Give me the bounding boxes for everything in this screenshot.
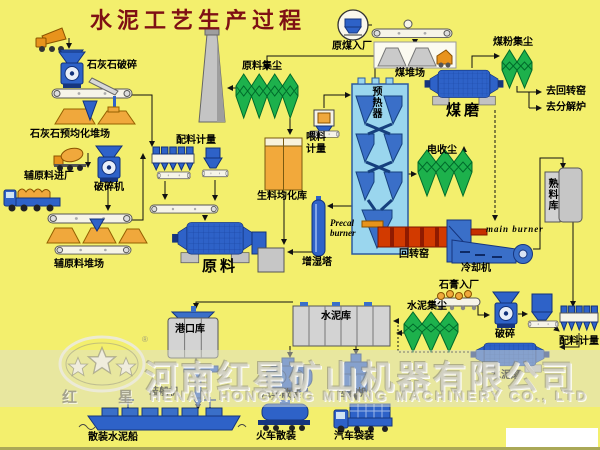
- limestone-preblending-piles: [54, 96, 136, 125]
- coal-belt-pulley: [403, 19, 413, 29]
- limestone-crusher: [58, 51, 86, 89]
- mini-belt-2: [201, 169, 229, 178]
- mini-belt-1: [156, 171, 191, 180]
- label-train-bulk-loading: 火车散装: [256, 431, 296, 442]
- label-clinker-silo: 熟料库: [548, 179, 559, 212]
- coal-mill-machine: [424, 69, 504, 106]
- label-preheater: 预热器: [372, 87, 383, 120]
- port-silo-machine: [167, 306, 219, 359]
- aux-crusher: [95, 145, 123, 183]
- coal-dust-collector: [501, 49, 533, 90]
- label-crushing: 破碎: [495, 329, 515, 340]
- label-rotary-kiln: 回转窑: [399, 249, 429, 260]
- label-raw-mill: 原料: [202, 258, 239, 275]
- label-coal-yard: 煤堆场: [395, 68, 425, 79]
- raw-meal-silo: [264, 137, 303, 191]
- bottom-edge: [0, 447, 600, 450]
- clinker-silo-machine: [544, 167, 583, 223]
- bulk-cement-ship-machine: [78, 397, 247, 431]
- label-batching-metering-left: 配料计量: [176, 135, 216, 146]
- coal-yard-machine: [373, 41, 457, 69]
- cement-dust-collector: [403, 311, 459, 354]
- label-main-burner: main burner: [486, 224, 544, 234]
- label-batching-metering-right: 配料计量: [559, 336, 599, 347]
- gypsum-conveyor: [433, 290, 481, 311]
- label-ship-loader: 装船机: [149, 387, 179, 398]
- main-burner-bar: [470, 228, 488, 236]
- separator-box: [257, 247, 285, 273]
- label-cement-mill: 水泥磨: [491, 370, 521, 381]
- label-raw-coal-entry: 原煤入厂: [332, 41, 372, 52]
- label-raw-meal-silo: 生料均化库: [257, 191, 307, 202]
- train-bulk-machine: [258, 400, 310, 431]
- label-feed-metering: 喂料计量: [306, 132, 326, 155]
- label-cement-silo: 水泥库: [321, 311, 351, 322]
- label-limestone-preblending-yard: 石灰石预均化堆场: [30, 129, 110, 140]
- coal-conveyor: [371, 28, 453, 39]
- batching-hoppers-left: [151, 146, 223, 172]
- feed-metering-machine: [313, 109, 335, 133]
- gypsum-hopper: [531, 293, 553, 321]
- label-cement-dust: 水泥集尘: [407, 301, 447, 312]
- stacker-boom: [88, 77, 119, 96]
- proportioning-conveyor: [149, 204, 219, 214]
- label-raw-material-dust: 原料集尘: [242, 61, 282, 72]
- page-title: 水泥工艺生产过程: [90, 8, 307, 33]
- aux-material-piles: [46, 218, 148, 244]
- label-port-silo: 港口库: [175, 324, 205, 335]
- label-bulk-cement-ship: 散装水泥船: [88, 432, 138, 443]
- label-packing-machine: 包装机: [337, 388, 367, 399]
- mixer-truck: [53, 147, 86, 171]
- cement-mill-machine: [470, 342, 550, 373]
- label-aux-material-yard: 辅原料堆场: [54, 259, 104, 270]
- aux-conveyor-2: [54, 245, 132, 255]
- label-precal-burner: Precal burner: [330, 218, 356, 238]
- electrostatic-precipitator: [417, 149, 473, 198]
- label-aux-material-entry: 辅原料进厂: [24, 171, 74, 182]
- label-to-rotary-kiln: 去回转窑: [546, 86, 586, 97]
- humidifying-tower-machine: [311, 196, 326, 257]
- label-to-calciner: 去分解炉: [546, 102, 586, 113]
- label-truck-bulk-loading: 汽车散装: [261, 389, 301, 400]
- chimney: [198, 28, 226, 123]
- precal-burner-bar: [361, 220, 384, 228]
- gypsum-belt: [527, 320, 559, 328]
- label-humidifying-tower: 增湿塔: [302, 257, 332, 268]
- raw-coal-entry-machine: [337, 9, 369, 41]
- label-electrostatic-precipitator: 电收尘: [427, 145, 457, 156]
- label-cooler: 冷却机: [461, 263, 491, 274]
- raw-material-dust-collector: [235, 73, 299, 120]
- label-truck-bag-loading: 汽车袋装: [334, 431, 374, 442]
- label-coal-dust: 煤粉集尘: [493, 37, 533, 48]
- label-gypsum-entry: 石膏入厂: [439, 280, 479, 291]
- batching-hoppers-right: [559, 305, 599, 332]
- flatbed-truck: [3, 188, 61, 212]
- gypsum-crusher: [492, 291, 520, 329]
- white-patch: [506, 428, 598, 447]
- label-coal-mill: 煤磨: [446, 102, 483, 119]
- limestone-conveyor: [51, 88, 133, 99]
- label-crusher-machine: 破碎机: [94, 182, 124, 193]
- cooler-machine: [451, 239, 533, 264]
- truck-bag-machine: [333, 403, 393, 433]
- raw-mill-machine: [171, 222, 259, 264]
- truck-bulk-loading-machine: [265, 357, 313, 392]
- label-limestone-crushing: 石灰石破碎: [87, 60, 137, 71]
- dump-truck: [35, 27, 67, 52]
- cement-silo-machine: [292, 302, 391, 347]
- rotary-kiln-machine: [377, 226, 449, 248]
